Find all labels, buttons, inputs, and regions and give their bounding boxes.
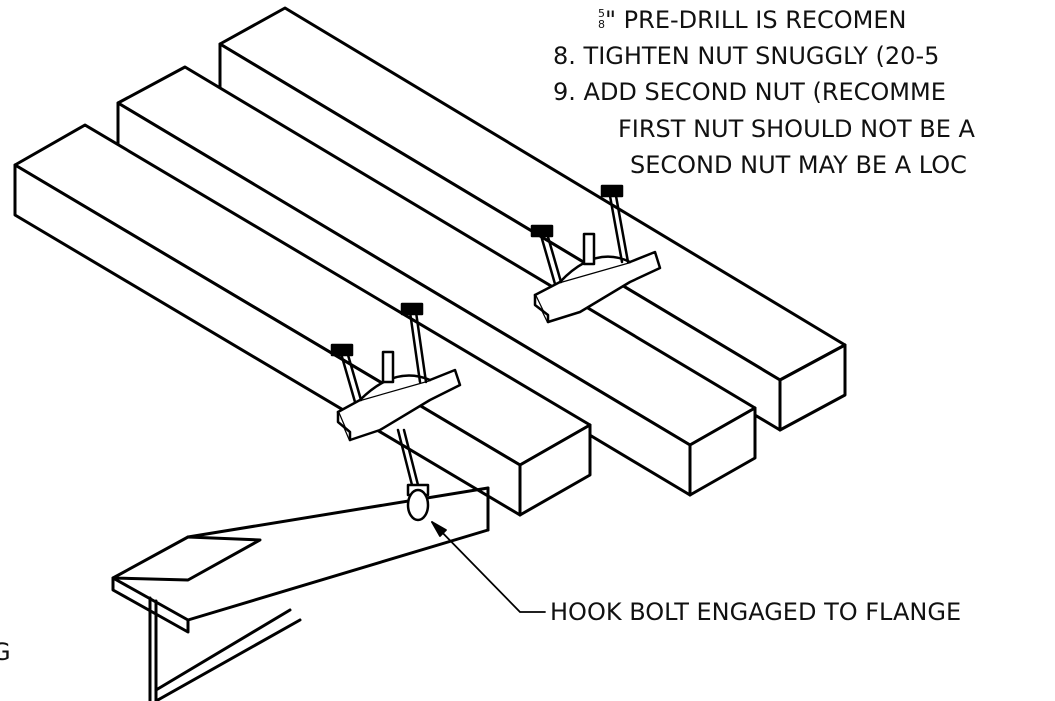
timber-middle	[116, 65, 757, 497]
timber-back	[218, 6, 847, 432]
steel-beam-flange	[111, 486, 490, 701]
clamp-assembly-front	[330, 302, 462, 522]
clamp-assembly-back	[530, 184, 662, 324]
hook-bolt-leader	[431, 521, 546, 613]
